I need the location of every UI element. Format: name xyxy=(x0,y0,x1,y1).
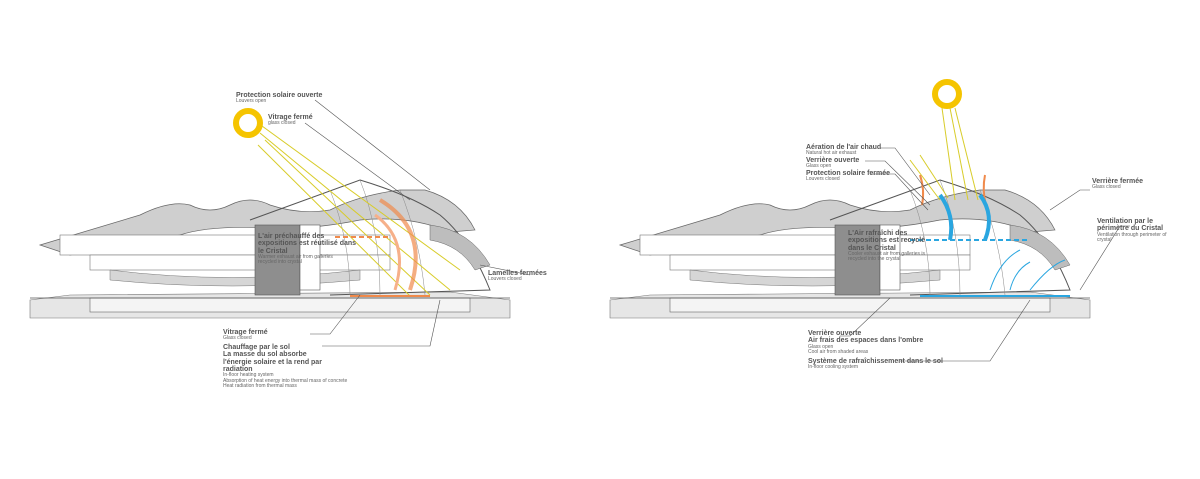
label-fr: Protection solaire fermée xyxy=(806,170,891,177)
label-en: Absorption of heat energy into thermal m… xyxy=(223,377,348,384)
label-fr: L'air préchauffé des expositions est réu… xyxy=(258,233,357,255)
label-fr: L'Air rafraîchi des expositions est recy… xyxy=(848,230,926,252)
sun-icon xyxy=(932,79,962,109)
label-en: Louvers open xyxy=(236,98,267,105)
sun-icon xyxy=(233,108,263,138)
label-fr: Air frais des espaces dans l'ombre xyxy=(808,337,924,345)
label-floor-heating: Chauffage par le sol La masse du sol abs… xyxy=(223,344,347,389)
label-glass-closed-right: Verrière fermée Glass closed xyxy=(1092,178,1143,191)
label-en: Cool air from shaded areas xyxy=(808,348,869,355)
label-en: Natural hot air exhaust xyxy=(806,150,857,157)
label-fr: Système de rafraîchissement dans le sol xyxy=(808,358,944,365)
label-louvers-open: Protection solaire ouverte Louvers open xyxy=(236,92,322,105)
label-fr: Verrière ouverte xyxy=(806,157,860,164)
label-en: Louvers closed xyxy=(806,176,840,183)
label-en: In-floor heating system xyxy=(223,372,274,379)
label-en: Glass open xyxy=(806,163,832,170)
label-fr: Protection solaire ouverte xyxy=(236,92,323,99)
label-fr: Vitrage fermé xyxy=(223,329,268,336)
label-en: Glass closed xyxy=(1092,184,1121,191)
label-fr: Chauffage par le sol xyxy=(223,344,290,351)
label-fr: Aération de l'air chaud xyxy=(806,144,882,151)
left-section xyxy=(29,99,531,347)
label-fr: Ventilation par le périmètre du Cristal xyxy=(1097,218,1164,233)
label-fr: Verrière ouverte xyxy=(808,330,862,337)
label-louvers-closed: Lamelles fermées Louvers closed xyxy=(488,270,547,283)
label-fr: Verrière fermée xyxy=(1092,178,1143,185)
label-glass-closed-bottom: Vitrage fermé Glass closed xyxy=(223,329,268,342)
label-en: glass closed xyxy=(268,120,296,127)
right-section xyxy=(609,79,1130,362)
label-fr: Lamelles fermées xyxy=(488,270,547,277)
label-warm-air-recycled: L'air préchauffé des expositions est réu… xyxy=(258,233,358,266)
label-cool-air-shaded: Verrière ouverte Air frais des espaces d… xyxy=(808,330,923,355)
label-glass-closed-top: Vitrage fermé glass closed xyxy=(268,114,313,127)
label-glass-open: Verrière ouverte Glass open xyxy=(806,157,859,170)
label-en: Heat radiation from thermal mass xyxy=(223,382,297,389)
label-cool-air-recycled: L'Air rafraîchi des expositions est recy… xyxy=(848,230,943,263)
label-perimeter-ventilation: Ventilation par le périmètre du Cristal … xyxy=(1097,218,1177,243)
label-hot-air-exhaust: Aération de l'air chaud Natural hot air … xyxy=(806,144,881,157)
label-en: Louvers closed xyxy=(488,276,522,283)
label-en: In-floor cooling system xyxy=(808,364,859,371)
label-en: Cooler exhaust air from galleries is rec… xyxy=(848,251,925,263)
label-en: Ventilation through perimeter of crystal xyxy=(1097,231,1167,243)
label-en: Glass closed xyxy=(223,335,252,342)
label-fr: La masse du sol absorbe l'énergie solair… xyxy=(223,351,322,374)
label-en: Glass open xyxy=(808,343,834,350)
label-fr: Vitrage fermé xyxy=(268,114,313,121)
label-en: Warmer exhaust air from galleries recycl… xyxy=(258,254,333,266)
label-floor-cooling: Système de rafraîchissement dans le sol … xyxy=(808,358,943,371)
label-louvers-closed-right: Protection solaire fermée Louvers closed xyxy=(806,170,890,183)
